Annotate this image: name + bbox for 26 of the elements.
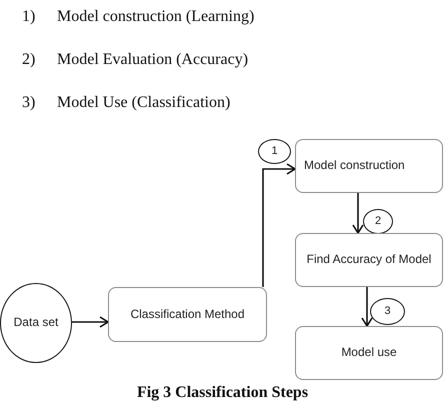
list-item-text: Model construction (Learning) (57, 7, 254, 27)
process-box (295, 233, 443, 287)
list-number: 2) (22, 50, 36, 70)
arrow (352, 193, 364, 234)
step-circle (363, 209, 393, 234)
node-label: Model construction (304, 159, 405, 173)
step-circle (258, 139, 291, 164)
arrow (262, 163, 296, 287)
step-number: 2 (374, 215, 382, 228)
arrow (361, 287, 373, 327)
list-number: 3) (22, 93, 36, 113)
arrow (72, 316, 109, 328)
process-box (295, 139, 443, 193)
node-label: Model use (341, 346, 397, 360)
node-label: Classification Method (130, 308, 245, 322)
list-number: 1) (22, 7, 36, 27)
node-label: Find Accuracy of Model (306, 253, 432, 267)
list-item-text: Model Use (Classification) (57, 93, 230, 113)
node-label: Data set (14, 316, 58, 330)
step-number: 1 (271, 145, 278, 158)
list-item-text: Model Evaluation (Accuracy) (57, 50, 248, 70)
process-box (295, 326, 443, 380)
process-box (108, 287, 267, 342)
figure-caption: Fig 3 Classification Steps (136, 383, 308, 403)
step-circle (370, 298, 405, 325)
step-number: 3 (384, 305, 391, 318)
